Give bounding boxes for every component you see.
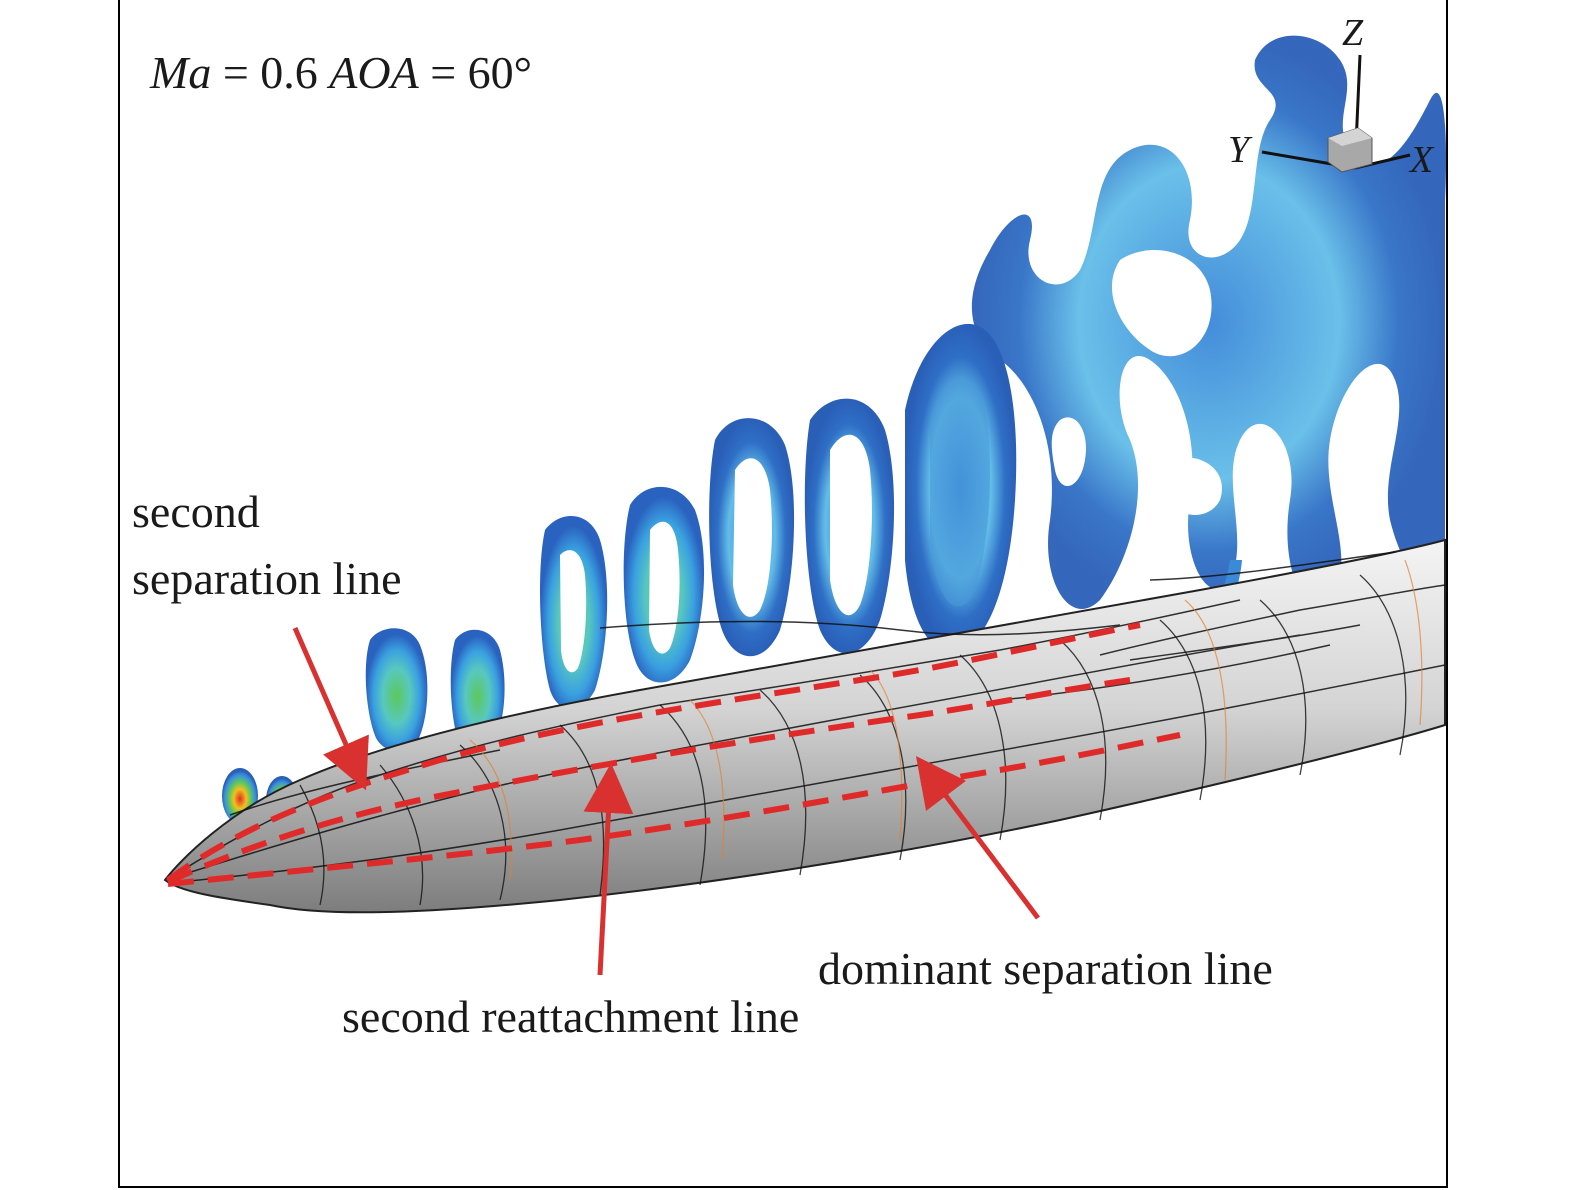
figure-frame [118,0,1448,1188]
second-reattachment-dashed-line [166,677,1131,885]
arrow-second-separation [292,626,369,791]
arrow-dominant-separation [915,756,1040,920]
label-second-reattachment-line: second reattachment line [342,991,799,1042]
second-separation-dashed-line [166,622,1141,883]
label-dominant-separation-line: dominant separation line [818,943,1273,994]
flow-conditions-title: Ma = 0.6 AOA = 60° [149,47,532,98]
label-second-separation-line-1: second [132,486,260,537]
axis-z-label: Z [1342,12,1364,54]
label-second-separation-line-2: separation line [132,553,402,604]
axis-y-label: Y [1228,129,1253,171]
dominant-separation-dashed-line [167,732,1181,887]
missile-body [163,538,1446,914]
arrow-second-reattachment [583,763,634,976]
annotation-arrows [292,626,1040,976]
axis-x-label: X [1408,139,1435,181]
vortex-wake [222,35,1447,824]
separation-lines-dashed [166,622,1181,887]
axis-triad: Z Y X [1228,12,1435,181]
